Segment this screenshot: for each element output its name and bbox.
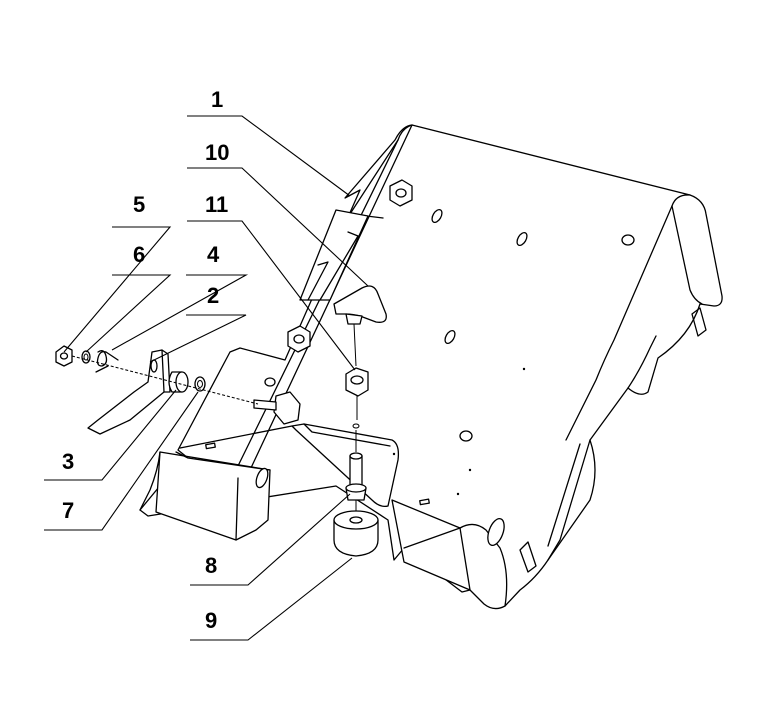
callout-numbers: 1 10 11 5 6 4 2 3 7 8 9 <box>62 87 229 633</box>
main-bracket-part <box>139 124 723 610</box>
callout-3: 3 <box>62 449 74 474</box>
callout-9: 9 <box>205 608 217 633</box>
leader-lines <box>44 115 369 641</box>
callout-7: 7 <box>62 498 74 523</box>
callout-8: 8 <box>205 553 217 578</box>
callout-1: 1 <box>211 87 223 112</box>
callout-4: 4 <box>207 242 220 267</box>
callout-11: 11 <box>205 192 228 217</box>
callout-6: 6 <box>133 242 145 267</box>
callout-5: 5 <box>133 192 145 217</box>
callout-2: 2 <box>207 283 219 308</box>
callout-10: 10 <box>205 140 229 165</box>
exploded-small-parts <box>55 285 387 557</box>
